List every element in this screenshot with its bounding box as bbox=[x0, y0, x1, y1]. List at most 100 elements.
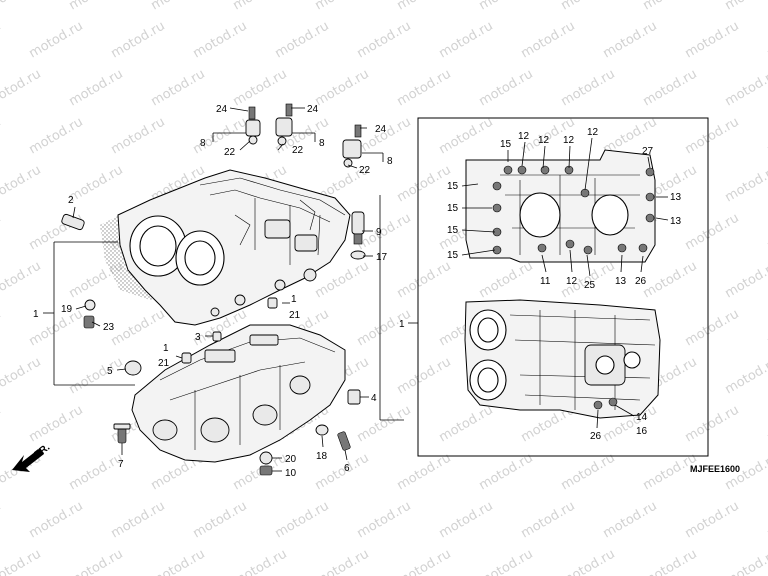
callout-5: 5 bbox=[107, 366, 113, 377]
callout-15-a: 15 bbox=[500, 139, 512, 150]
watermark-text: motod.ru bbox=[191, 115, 250, 158]
callout-22-a: 22 bbox=[224, 147, 236, 158]
watermark-text: motod.ru bbox=[641, 67, 700, 110]
callout-8-c: 8 bbox=[387, 156, 393, 167]
callout-15-c: 15 bbox=[447, 203, 459, 214]
callout-8-a: 8 bbox=[200, 138, 206, 149]
bolt-hole bbox=[645, 167, 655, 177]
front-direction-arrow bbox=[12, 448, 44, 472]
callout-22-c: 22 bbox=[359, 165, 371, 176]
watermark-text: motod.ru bbox=[27, 115, 86, 158]
leader-lines-right bbox=[461, 137, 669, 429]
callout-21-a: 21 bbox=[289, 310, 301, 321]
watermark-text: motod.ru bbox=[395, 259, 454, 302]
callout-16: 16 bbox=[636, 426, 648, 437]
watermark-text: motod.ru bbox=[0, 355, 44, 398]
watermark-text: motod.ru bbox=[395, 547, 454, 576]
callout-13-a: 13 bbox=[670, 192, 682, 203]
bolt-hole bbox=[638, 243, 648, 253]
callout-12-d: 12 bbox=[587, 127, 599, 138]
bolt-hole bbox=[617, 243, 627, 253]
lower-case-view bbox=[465, 149, 656, 263]
watermark-text: motod.ru bbox=[27, 499, 86, 542]
callout-26-b: 26 bbox=[590, 431, 602, 442]
watermark-text: motod.ru bbox=[67, 0, 126, 13]
bolt-hole bbox=[503, 165, 513, 175]
watermark-text: motod.ru bbox=[559, 67, 618, 110]
watermark-text: motod.ru bbox=[355, 307, 414, 350]
watermark-text: motod.ru bbox=[67, 163, 126, 206]
watermark-text: motod.ru bbox=[355, 403, 414, 446]
bolt-hole bbox=[517, 165, 527, 175]
watermark-text: motod.ru bbox=[109, 115, 168, 158]
watermark-text: motod.ru bbox=[765, 403, 768, 446]
callout-7: 7 bbox=[118, 459, 124, 470]
watermark-text: motod.ru bbox=[559, 0, 618, 13]
watermark-text: motod.ru bbox=[683, 499, 742, 542]
watermark-text: motod.ru bbox=[723, 0, 768, 13]
watermark-text: motod.ru bbox=[0, 163, 44, 206]
watermark-text: motod.ru bbox=[0, 307, 4, 350]
watermark-text: motod.ru bbox=[519, 19, 578, 62]
drawing-code: MJFEE1600 bbox=[690, 464, 740, 474]
bolt-hole bbox=[645, 213, 655, 223]
watermark-text: motod.ru bbox=[559, 547, 618, 576]
watermark-text: motod.ru bbox=[0, 67, 44, 110]
callout-14: 14 bbox=[636, 412, 648, 423]
callout-9: 9 bbox=[376, 227, 382, 238]
watermark-text: motod.ru bbox=[109, 307, 168, 350]
watermark-text: motod.ru bbox=[0, 499, 4, 542]
watermark-text: motod.ru bbox=[477, 67, 536, 110]
watermark-text: motod.ru bbox=[559, 451, 618, 494]
watermark-text: motod.ru bbox=[231, 0, 290, 13]
callout-27: 27 bbox=[642, 146, 654, 157]
bolt-hole bbox=[537, 243, 547, 253]
callout-24-a: 24 bbox=[216, 104, 228, 115]
watermark-text: motod.ru bbox=[683, 115, 742, 158]
callout-15-b: 15 bbox=[447, 181, 459, 192]
watermark-text: motod.ru bbox=[477, 547, 536, 576]
bolt-hole bbox=[565, 239, 575, 249]
bolt-hole bbox=[645, 192, 655, 202]
callout-1-low: 1 bbox=[163, 343, 169, 354]
callout-6: 6 bbox=[344, 463, 350, 474]
callout-20: 20 bbox=[285, 454, 297, 465]
watermark-text: motod.ru bbox=[109, 499, 168, 542]
watermark-text: motod.ru bbox=[477, 451, 536, 494]
callout-11: 11 bbox=[540, 276, 551, 287]
watermark-text: motod.ru bbox=[231, 547, 290, 576]
upper-crankcase bbox=[100, 169, 351, 326]
callout-10: 10 bbox=[285, 468, 297, 479]
watermark-text: motod.ru bbox=[723, 547, 768, 576]
watermark-text: motod.ru bbox=[0, 211, 4, 254]
watermark-text: motod.ru bbox=[273, 499, 332, 542]
watermark-text: motod.ru bbox=[723, 355, 768, 398]
watermark-text: motod.ru bbox=[765, 499, 768, 542]
bolt-hole bbox=[580, 188, 590, 198]
callout-1-mid: 1 bbox=[291, 294, 297, 305]
watermark-text: motod.ru bbox=[67, 547, 126, 576]
watermark-text: motod.ru bbox=[641, 259, 700, 302]
bolt-hole bbox=[492, 181, 502, 191]
watermark-text: motod.ru bbox=[355, 499, 414, 542]
callout-labels: 1 2 19 23 24 24 8 22 22 8 24 22 8 9 17 1… bbox=[33, 104, 740, 479]
watermark-text: motod.ru bbox=[765, 19, 768, 62]
small-parts-left bbox=[61, 213, 361, 476]
bolt-hole bbox=[540, 165, 550, 175]
watermark-text: motod.ru bbox=[395, 67, 454, 110]
callout-12-c: 12 bbox=[563, 135, 575, 146]
callout-23: 23 bbox=[103, 322, 115, 333]
callout-26-a: 26 bbox=[635, 276, 647, 287]
watermark-text: motod.ru bbox=[683, 211, 742, 254]
watermark-text: motod.ru bbox=[149, 67, 208, 110]
watermark-text: motod.ru bbox=[765, 307, 768, 350]
callout-2: 2 bbox=[68, 195, 74, 206]
upper-case-view bbox=[464, 299, 661, 419]
watermark-text: motod.ru bbox=[0, 19, 4, 62]
watermark-text: motod.ru bbox=[765, 211, 768, 254]
watermark-text: motod.ru bbox=[641, 0, 700, 13]
watermark-text: motod.ru bbox=[355, 19, 414, 62]
callout-12-b: 12 bbox=[538, 135, 550, 146]
